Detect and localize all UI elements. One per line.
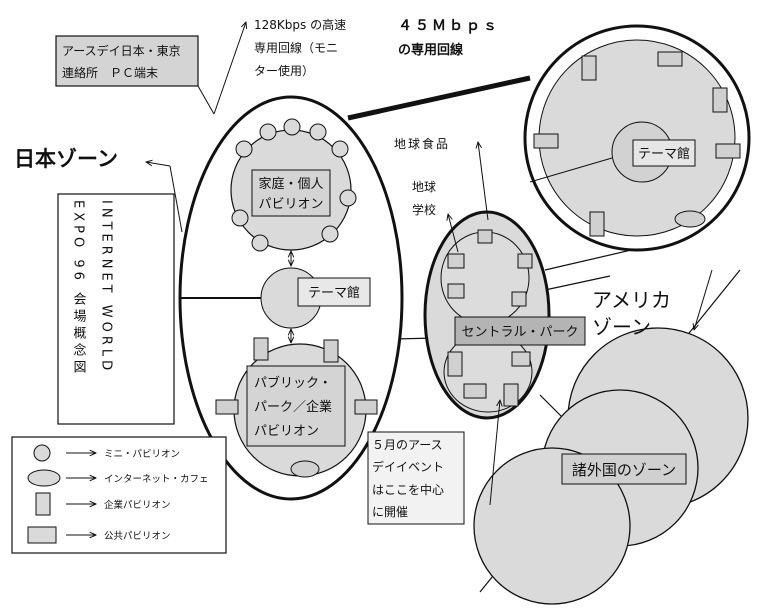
corporate-pavilion: [581, 55, 597, 81]
theme-hall-left-box: [297, 277, 371, 307]
pc-terminal-line2: 連絡所 ＰＣ端末: [62, 65, 158, 80]
chikyu-gakko-arrow: [448, 214, 459, 253]
may-event-line3: はここを中心: [372, 482, 444, 497]
foreign-zone-label-box: [561, 453, 687, 485]
foreign-zone-label: 諸外国のゾーン: [572, 461, 676, 479]
mini-pavilion: [283, 118, 301, 136]
internet-cafe: [290, 460, 320, 478]
line45-text2: の専用回線: [398, 42, 464, 58]
mini-pavilion: [339, 189, 357, 207]
public-pavilion: [517, 253, 533, 269]
public-pavilion-box: [246, 365, 346, 447]
public-pavilion: [447, 253, 465, 269]
japan-zone-label: 日本ゾーン: [14, 147, 118, 171]
chikyu-shokuhin-label: 地球食品: [394, 136, 450, 151]
may-event-box: [367, 431, 465, 525]
family-pavilion-line1: 家庭・個人: [258, 176, 323, 192]
public-pavilion-line3: パビリオン: [254, 424, 319, 439]
legend-public-symbol: [27, 526, 57, 544]
america-theme-box: [632, 139, 696, 167]
america-zone-line1: アメリカ: [592, 288, 671, 312]
japan-zone-pointer: [169, 165, 183, 233]
pc-terminal-box: [55, 35, 199, 87]
public-pavilion: [447, 283, 465, 299]
line128-text3: ター使用）: [254, 63, 314, 78]
legend-mini-pavilion-symbol: [33, 444, 51, 462]
corporate-pavilion: [447, 351, 463, 377]
chikyu-gakko-line1: 地球: [412, 180, 436, 194]
mini-pavilion: [231, 209, 249, 227]
public-pavilion: [215, 399, 239, 415]
corporate-pavilion: [253, 337, 269, 361]
chikyu-shokuhin-arrow: [478, 142, 489, 221]
link-45mbps: [347, 75, 531, 121]
america-zone-line2: ゾーン: [592, 315, 651, 339]
line128-text2: 専用回線（モニ: [254, 40, 338, 55]
public-pavilion: [477, 229, 493, 244]
corporate-pavilion: [712, 87, 728, 113]
central-park-box: [454, 316, 586, 346]
america-zone-arrow: [694, 269, 713, 330]
legend-cafe-symbol: [27, 469, 61, 487]
chikyu-gakko-line2: 学校: [412, 202, 436, 217]
corporate-pavilion: [589, 211, 605, 237]
legend-label: ミニ・パビリオン: [104, 449, 180, 460]
link-central-to-right-upper: [544, 247, 641, 271]
link-128kbps: [213, 22, 246, 115]
public-pavilion-line1: パブリック・: [254, 375, 332, 391]
central-park-label: セントラル・パーク: [461, 325, 578, 340]
public-pavilion: [715, 143, 741, 159]
public-pavilion: [533, 133, 559, 149]
mini-pavilion: [321, 225, 339, 243]
public-pavilion: [511, 351, 531, 367]
public-pavilion: [657, 51, 683, 67]
mini-pavilion: [259, 123, 277, 141]
theme-hall-left-label: テーマ館: [308, 286, 360, 301]
legend-corporate-symbol: [35, 492, 51, 516]
expo-title-a: INTERNET WORLD: [99, 200, 114, 374]
mini-pavilion: [251, 234, 269, 252]
legend-label: インターネット・カフェ: [104, 474, 209, 485]
mini-pavilion: [309, 123, 327, 141]
pc-terminal-link: [197, 85, 215, 115]
link-central-to-right-lower: [544, 275, 611, 291]
pc-terminal-line1: アースデイ日本・東京: [62, 43, 181, 58]
public-pavilion: [463, 383, 487, 399]
public-pavilion: [511, 291, 527, 307]
line45-text1: ４５Ｍｂｐｓ: [398, 18, 500, 35]
america-road: [529, 157, 613, 183]
foreign-zone-circle-3: [473, 447, 631, 605]
expo-title-box: [57, 193, 175, 425]
corporate-pavilion: [503, 383, 519, 407]
may-event-line2: デイイベント: [372, 459, 444, 474]
line128-text1: 128Kbps の高速: [254, 17, 346, 32]
theme-hall-right-label: テーマ館: [638, 147, 690, 162]
expo-title-b: EXPO 96 会場概念図: [71, 200, 87, 377]
may-event-line4: に開催: [372, 505, 408, 519]
may-event-line1: ５月のアース: [372, 438, 443, 452]
public-pavilion-line2: パーク／企業: [254, 399, 332, 415]
internet-cafe: [674, 210, 706, 228]
legend-label: 公共パビリオン: [104, 531, 171, 542]
may-event-arrow: [489, 400, 500, 506]
japan-zone-arrow: [146, 162, 171, 167]
central-park-upper-area: [440, 231, 530, 325]
legend-label: 企業パビリオン: [104, 499, 171, 511]
public-pavilion: [354, 399, 378, 415]
mini-pavilion: [235, 140, 253, 158]
family-pavilion-line2: パビリオン: [258, 197, 323, 212]
corporate-pavilion: [323, 339, 339, 363]
family-pavilion-box: [251, 169, 331, 217]
mini-pavilion: [331, 140, 349, 158]
